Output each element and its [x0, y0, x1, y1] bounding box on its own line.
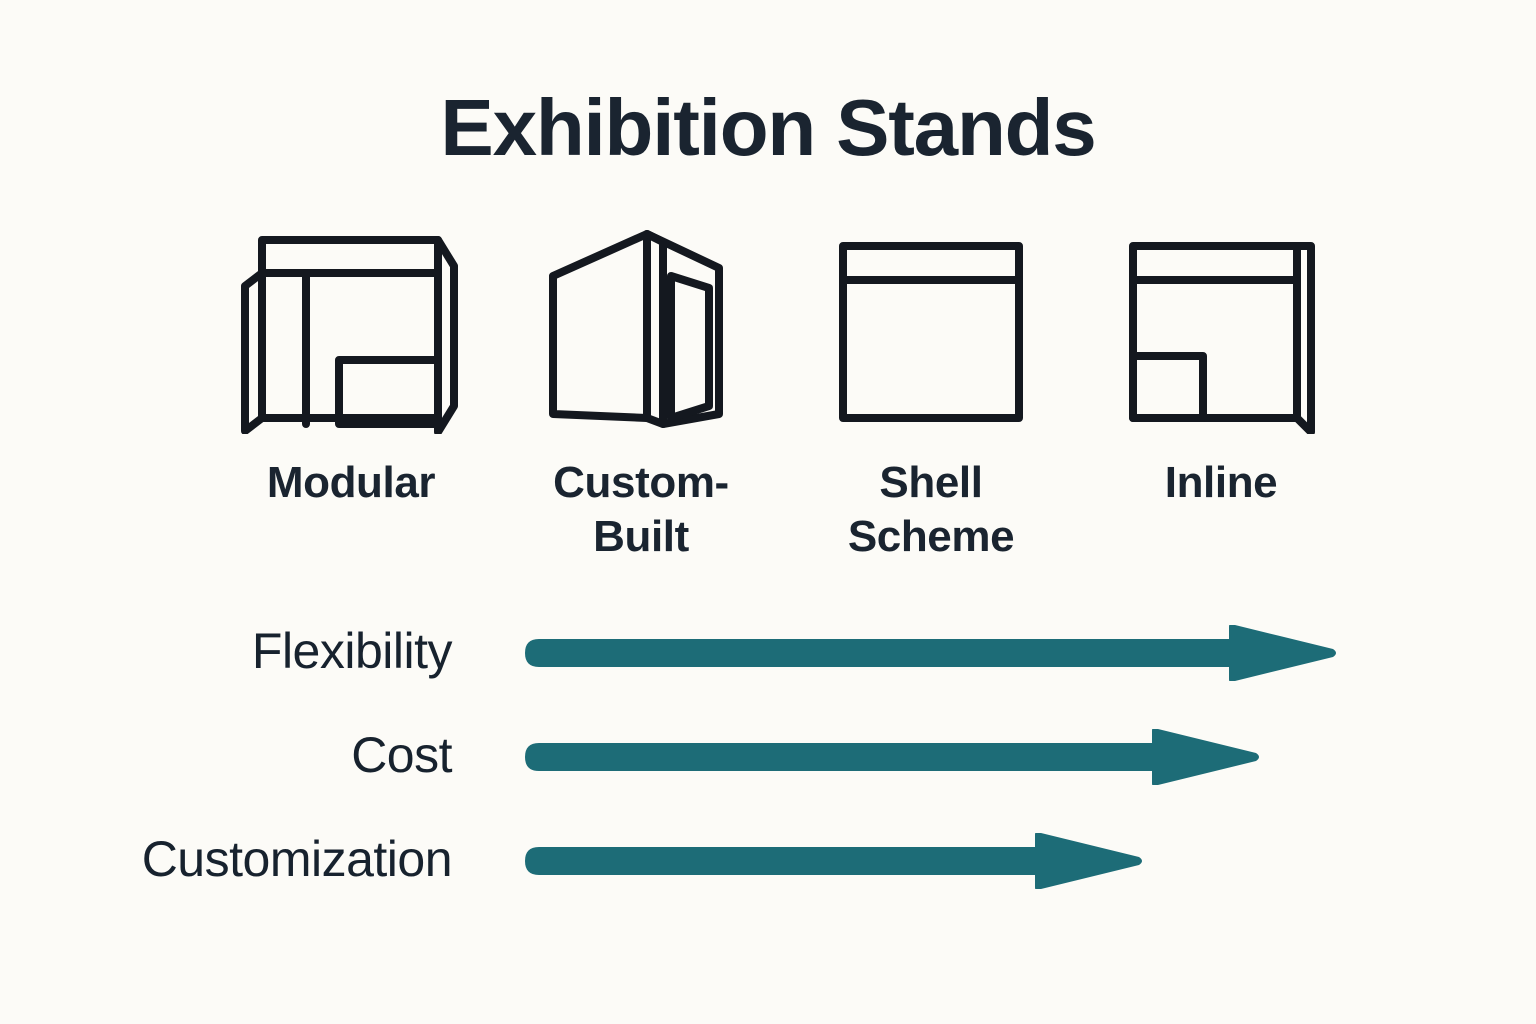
custom-built-stand-icon — [541, 228, 741, 434]
stand-type-inline[interactable]: Inline — [1086, 228, 1356, 510]
comparison-row-customization: Customization — [0, 833, 1536, 937]
comparison-row-label: Customization — [141, 831, 453, 887]
comparison-row-flexibility: Flexibility — [0, 625, 1536, 729]
stand-type-modular[interactable]: Modular — [216, 228, 486, 510]
flexibility-arrow — [523, 625, 1337, 681]
customization-arrow — [523, 833, 1143, 889]
comparison-row-label: Cost — [351, 727, 452, 783]
cost-arrow — [523, 729, 1260, 785]
page-title: Exhibition Stands — [440, 83, 1096, 172]
stand-type-custom-built[interactable]: Custom-Built — [506, 228, 776, 563]
modular-stand-icon — [240, 228, 462, 434]
comparison-section: Flexibility Cost Customization — [0, 625, 1536, 937]
comparison-row-label: Flexibility — [251, 623, 453, 679]
stand-type-label: Inline — [1164, 458, 1278, 507]
stand-types-row: Modular Custom-Built — [216, 228, 1356, 563]
shell-scheme-stand-icon — [831, 228, 1031, 434]
stand-type-label: Custom-Built — [553, 458, 729, 561]
stand-type-label: Shell Scheme — [847, 458, 1015, 561]
stand-type-label: Modular — [266, 458, 436, 507]
stand-type-shell-scheme[interactable]: Shell Scheme — [796, 228, 1066, 563]
inline-stand-icon — [1121, 228, 1321, 434]
comparison-row-cost: Cost — [0, 729, 1536, 833]
